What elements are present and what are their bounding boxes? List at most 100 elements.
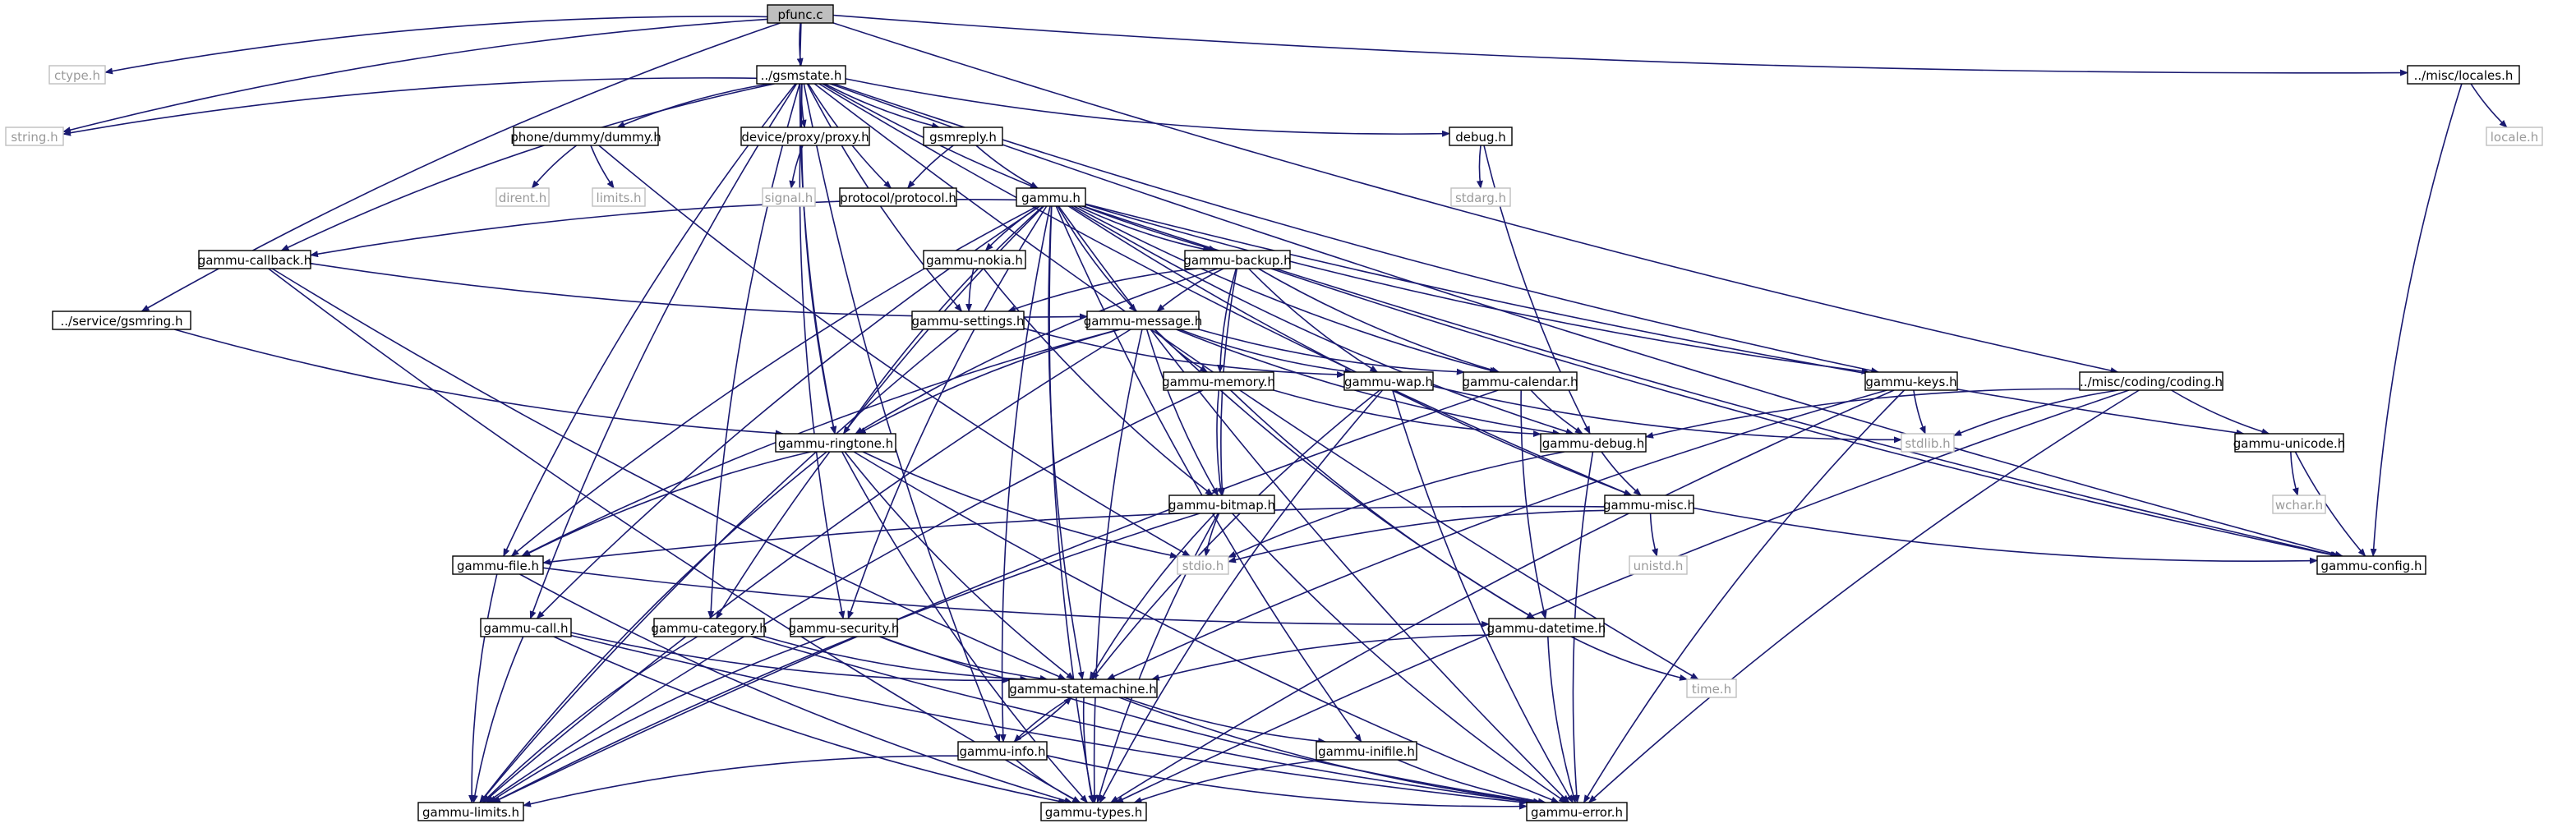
node-box: [417, 802, 524, 821]
node-ringtone[interactable]: gammu-ringtone.h: [775, 433, 896, 453]
node-settings[interactable]: gammu-settings.h: [911, 310, 1025, 330]
node-limitsg[interactable]: gammu-limits.h: [417, 802, 524, 821]
node-bitmap[interactable]: gammu-bitmap.h: [1168, 494, 1275, 514]
node-call[interactable]: gammu-call.h: [480, 618, 572, 637]
edge-callback-to-message: [310, 262, 1088, 320]
node-security[interactable]: gammu-security.h: [789, 618, 900, 637]
edge-debug-to-gdebug: [1483, 145, 1591, 435]
node-unicode[interactable]: gammu-unicode.h: [2233, 433, 2346, 453]
edge-gsmstate-to-file: [503, 83, 796, 557]
edge-bitmap-to-types: [1096, 513, 1219, 803]
node-statemachine[interactable]: gammu-statemachine.h: [1008, 678, 1158, 698]
edge-datetime-to-error: [1547, 636, 1577, 803]
node-label: gammu-unicode.h: [2233, 436, 2346, 451]
node-label: gammu-types.h: [1045, 805, 1142, 820]
node-proxy[interactable]: device/proxy/proxy.h: [740, 126, 870, 146]
node-category[interactable]: gammu-category.h: [651, 618, 767, 637]
node-box: [2316, 555, 2426, 575]
node-ctype: ctype.h: [48, 65, 106, 85]
nodes-layer: pfunc.cctype.hstring.h../gsmstate.h../mi…: [5, 4, 2543, 821]
edge-gdebug-to-misc: [1601, 451, 1642, 496]
edge-pfunc-to-ctype: [104, 16, 768, 75]
node-datetime[interactable]: gammu-datetime.h: [1487, 618, 1606, 637]
node-calendar[interactable]: gammu-calendar.h: [1463, 371, 1578, 391]
node-box: [756, 65, 846, 85]
edge-keys-to-stdlib: [1913, 389, 1926, 435]
node-box: [1086, 310, 1200, 330]
node-label: stdio.h: [1182, 559, 1224, 573]
node-error[interactable]: gammu-error.h: [1526, 802, 1628, 821]
node-gsmreply[interactable]: gsmreply.h: [923, 126, 1003, 146]
node-pfunc[interactable]: pfunc.c: [767, 4, 834, 24]
node-memory[interactable]: gammu-memory.h: [1162, 371, 1275, 391]
edge-gammu-to-nokia: [984, 205, 1040, 251]
node-label: ../gsmstate.h: [761, 68, 842, 83]
node-callback[interactable]: gammu-callback.h: [198, 250, 312, 269]
edge-gdebug-to-stdio: [1228, 451, 1565, 559]
edge-debug-to-stdarg: [1476, 145, 1483, 189]
node-debug[interactable]: debug.h: [1449, 126, 1513, 146]
edge-pfunc-to-coding: [832, 22, 2119, 374]
node-box: [1450, 187, 1511, 207]
edge-inifile-to-error: [1397, 759, 1546, 805]
node-box: [1163, 371, 1274, 391]
edge-file-to-limitsg: [468, 573, 498, 803]
node-label: locale.h: [2491, 130, 2538, 145]
node-gammu[interactable]: gammu.h: [1016, 187, 1086, 207]
edge-gammu-to-calendar: [1073, 205, 1498, 374]
node-misc[interactable]: gammu-misc.h: [1603, 494, 1695, 514]
node-dummy[interactable]: phone/dummy/dummy.h: [510, 126, 661, 146]
node-keys[interactable]: gammu-keys.h: [1864, 371, 1958, 391]
node-types[interactable]: gammu-types.h: [1040, 802, 1147, 821]
edge-misc-to-config: [1693, 507, 2318, 564]
edge-gammu-to-keys: [1085, 204, 1870, 375]
edge-memory-to-bitmap: [1216, 389, 1224, 496]
node-file[interactable]: gammu-file.h: [452, 555, 544, 575]
edge-gammu-to-error: [1058, 205, 1570, 803]
node-box: [592, 187, 646, 207]
node-label: gammu-inifile.h: [1318, 744, 1415, 759]
node-message[interactable]: gammu-message.h: [1084, 310, 1203, 330]
node-box: [653, 618, 765, 637]
node-gdebug[interactable]: gammu-debug.h: [1540, 433, 1647, 453]
node-nokia[interactable]: gammu-nokia.h: [923, 250, 1026, 269]
node-backup[interactable]: gammu-backup.h: [1183, 250, 1292, 269]
node-info[interactable]: gammu-info.h: [957, 741, 1048, 761]
node-label: stdarg.h: [1455, 191, 1506, 205]
edge-gammu-to-backup: [1077, 205, 1212, 253]
node-gsmring[interactable]: ../service/gsmring.h: [52, 310, 191, 330]
edge-security-to-error: [879, 636, 1542, 805]
edge-gsmstate-to-gsmreply: [824, 83, 941, 129]
edge-misc-to-file: [542, 505, 1606, 566]
node-box: [48, 65, 106, 85]
node-wap[interactable]: gammu-wap.h: [1343, 371, 1434, 391]
node-box: [1168, 494, 1275, 514]
node-box: [1526, 802, 1628, 821]
node-box: [1540, 433, 1647, 453]
node-config[interactable]: gammu-config.h: [2316, 555, 2426, 575]
node-coding[interactable]: ../misc/coding/coding.h: [2079, 371, 2223, 391]
node-dirent: dirent.h: [495, 187, 550, 207]
edge-proxy-to-signal: [789, 145, 804, 189]
node-box: [2079, 371, 2223, 391]
edge-security-to-limitsg: [488, 636, 826, 803]
node-inifile[interactable]: gammu-inifile.h: [1316, 741, 1417, 761]
edge-message-to-calendar: [1198, 329, 1465, 375]
edge-call-to-statemachine: [570, 632, 1010, 684]
node-box: [2407, 65, 2520, 85]
edge-message-to-file: [521, 329, 1120, 557]
node-label: ctype.h: [54, 68, 100, 83]
node-box: [1488, 618, 1605, 637]
edge-nokia-to-settings: [965, 268, 975, 312]
node-box: [1008, 678, 1158, 698]
edge-bitmap-to-error: [1232, 513, 1568, 803]
node-box: [2234, 433, 2344, 453]
node-locales[interactable]: ../misc/locales.h: [2407, 65, 2520, 85]
node-box: [923, 250, 1026, 269]
edge-info-to-statemachine: [1013, 697, 1072, 743]
edge-ringtone-to-statemachine: [844, 451, 1075, 680]
edge-settings-to-wap: [1023, 328, 1345, 378]
node-label: signal.h: [765, 191, 813, 205]
node-protocol[interactable]: protocol/protocol.h: [839, 187, 957, 207]
node-gsmstate[interactable]: ../gsmstate.h: [756, 65, 846, 85]
